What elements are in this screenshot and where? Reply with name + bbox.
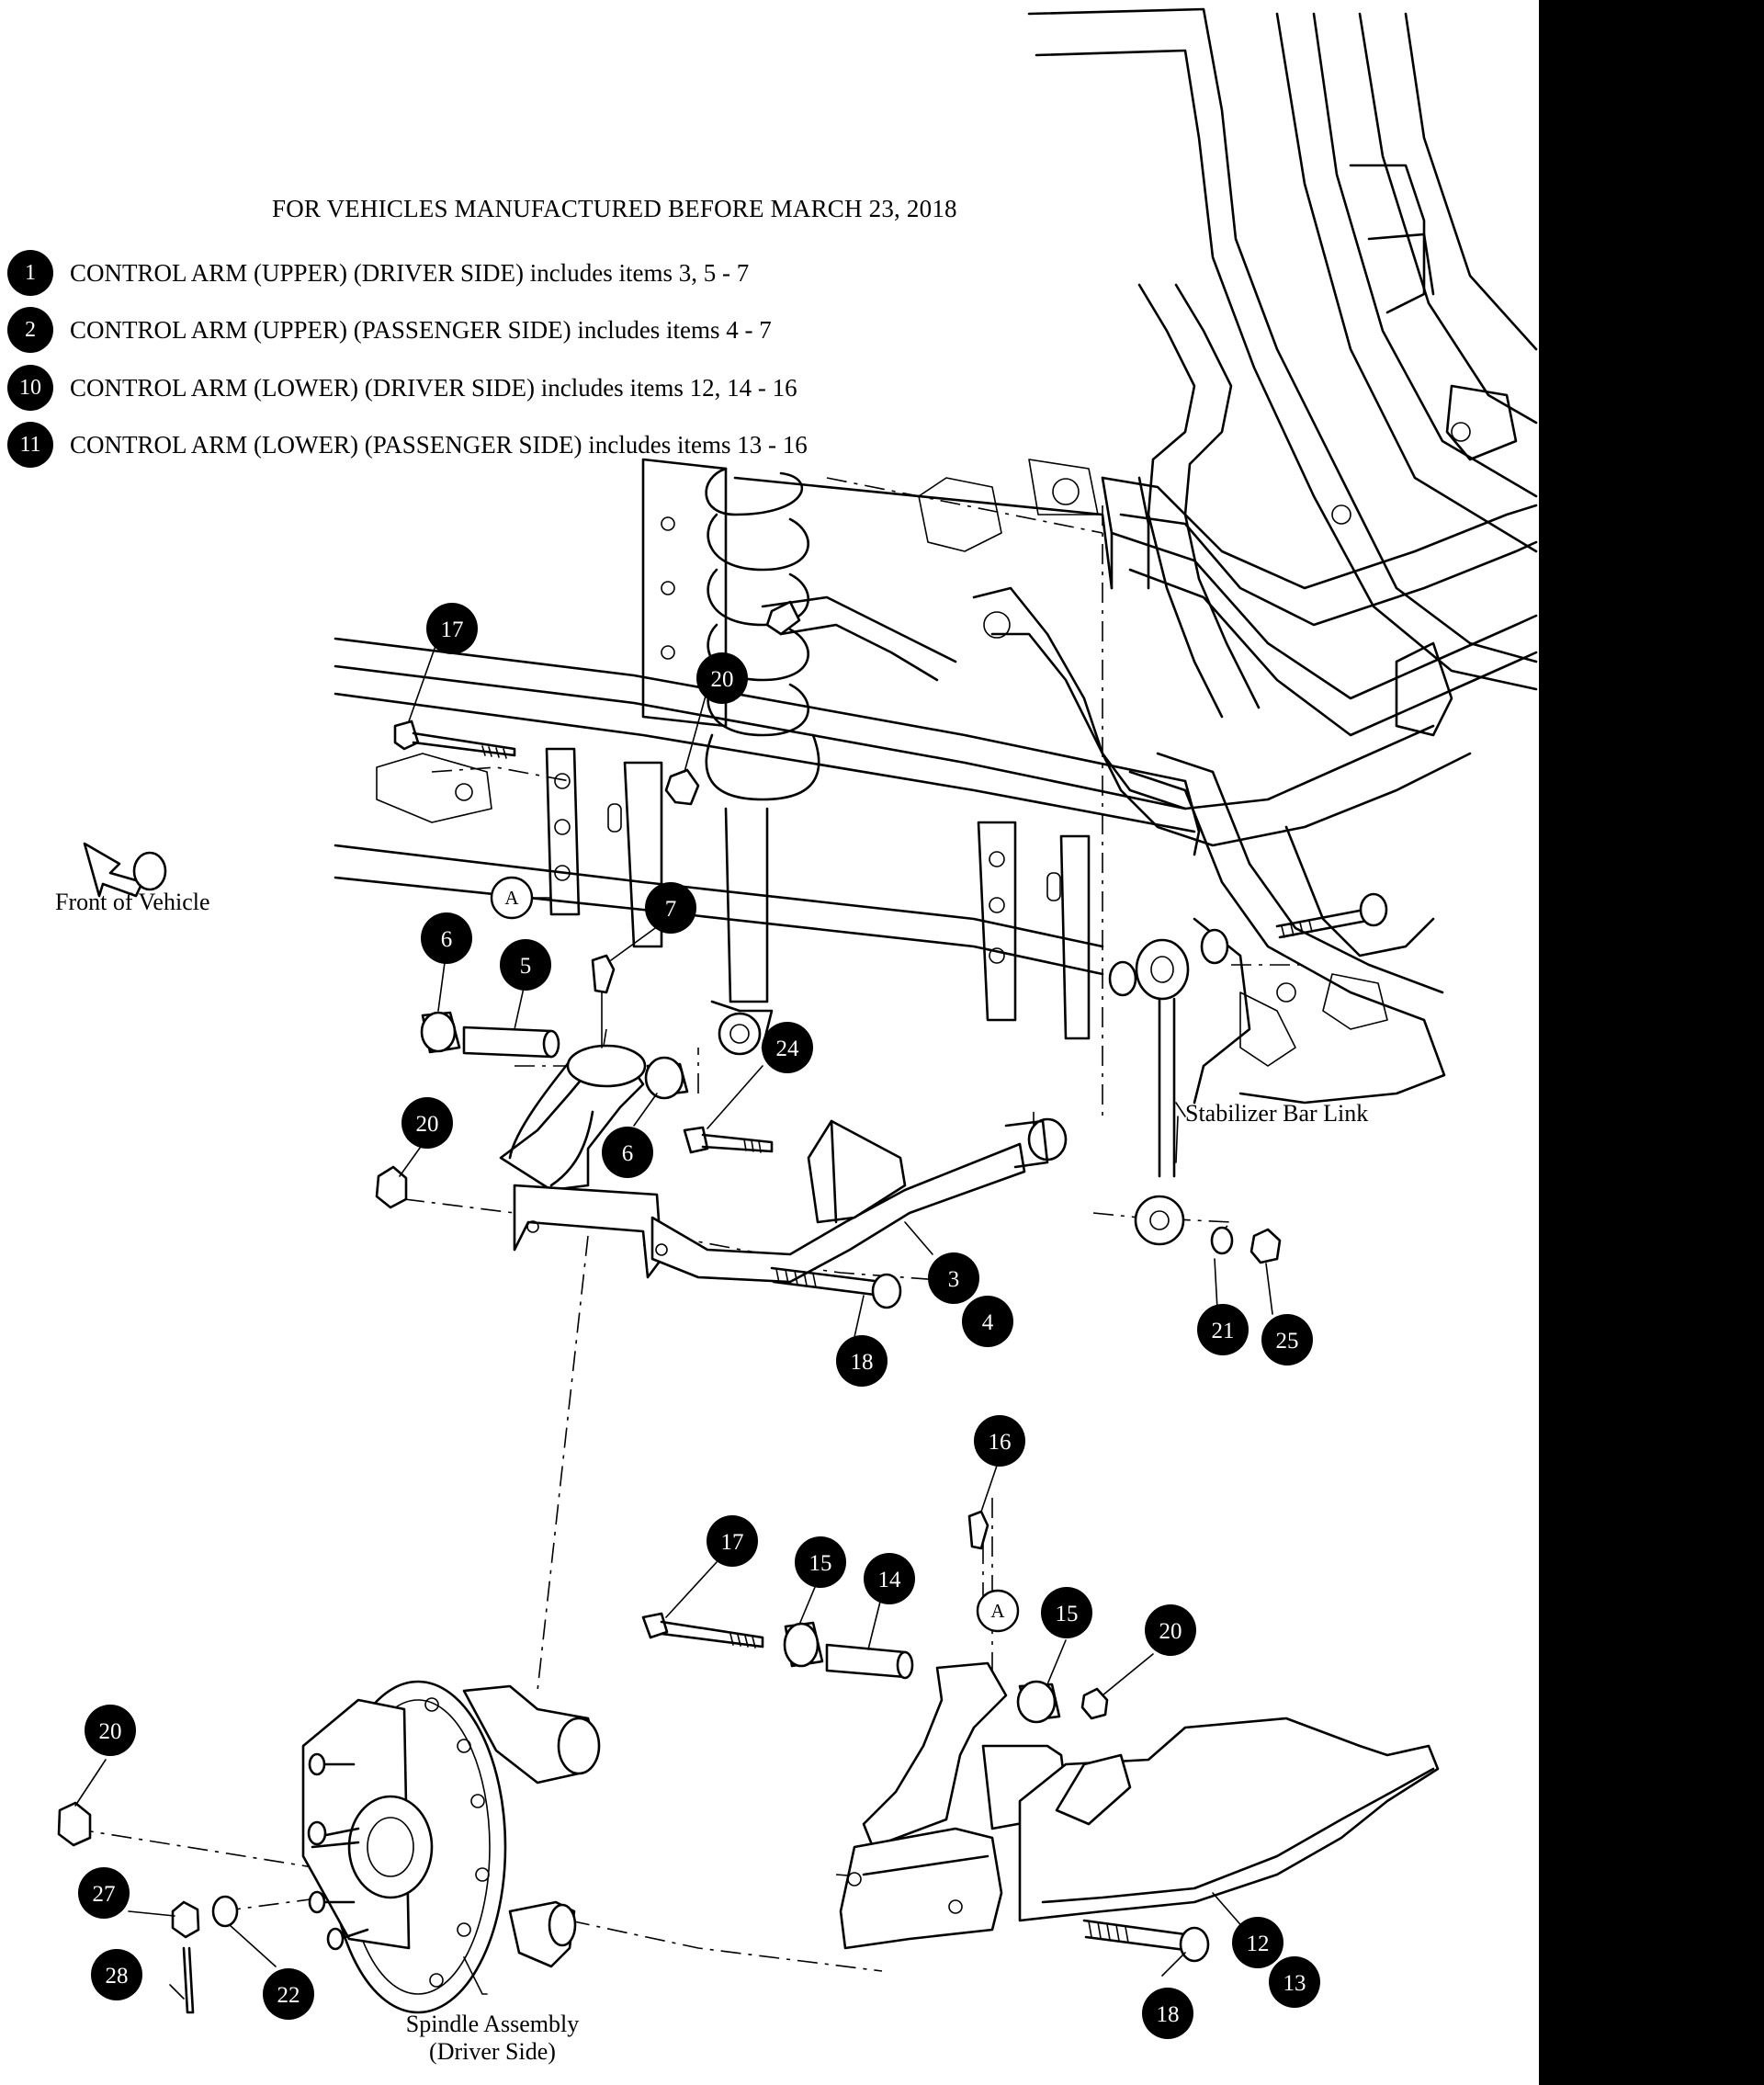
- legend-row: 2 CONTROL ARM (UPPER) (PASSENGER SIDE) i…: [7, 307, 772, 353]
- bolts: [393, 720, 1388, 1963]
- spindle-assembly-label-line2: (Driver Side): [429, 2038, 556, 2065]
- svg-text:24: 24: [776, 1037, 800, 1061]
- svg-text:16: 16: [989, 1430, 1012, 1455]
- legend-text: CONTROL ARM (LOWER) (PASSENGER SIDE) inc…: [70, 430, 808, 459]
- front-direction-arrow-icon: [83, 842, 167, 898]
- page-edge-band: [1539, 0, 1764, 2085]
- callout: 20: [85, 1705, 136, 1756]
- svg-text:18: 18: [851, 1350, 874, 1375]
- callout: 24: [762, 1022, 813, 1073]
- legend-badge: 1: [7, 250, 53, 296]
- callout: 18: [1142, 1988, 1193, 2039]
- svg-text:14: 14: [878, 1568, 902, 1592]
- callout: 18: [836, 1335, 888, 1387]
- callout: 16: [974, 1415, 1025, 1467]
- legend-row: 10 CONTROL ARM (LOWER) (DRIVER SIDE) inc…: [7, 365, 797, 411]
- svg-text:17: 17: [441, 618, 464, 642]
- svg-text:21: 21: [1212, 1319, 1235, 1343]
- svg-text:15: 15: [809, 1551, 832, 1576]
- frame-rail: [334, 637, 1201, 1040]
- upper-control-arm: [499, 1044, 1068, 1284]
- stabilizer-bar-link: [1134, 938, 1190, 1246]
- callout: 6: [421, 912, 472, 964]
- legend-badge: 11: [7, 422, 53, 468]
- front-of-vehicle-label: Front of Vehicle: [55, 889, 210, 915]
- callout: 28: [91, 1949, 142, 2000]
- svg-text:6: 6: [441, 927, 453, 952]
- legend-row: 1 CONTROL ARM (UPPER) (DRIVER SIDE) incl…: [7, 250, 750, 296]
- svg-text:17: 17: [721, 1530, 744, 1555]
- callout: 17: [707, 1515, 758, 1567]
- svg-text:22: 22: [277, 1983, 300, 2008]
- svg-text:28: 28: [106, 1964, 129, 1989]
- coil-over-shock: [705, 467, 957, 1056]
- exploded-view-drawing: A A 17 20 7 6 5 24 20 6 3 4 18 21 25 16 …: [57, 7, 1538, 2039]
- svg-text:12: 12: [1247, 1932, 1270, 1956]
- svg-text:25: 25: [1276, 1329, 1299, 1354]
- callout: 4: [962, 1296, 1013, 1347]
- nuts-and-washers: [57, 768, 1282, 2014]
- callout: 17: [426, 603, 478, 654]
- reference-marker-a: A: [976, 1589, 1020, 1633]
- legend-badge: 10: [7, 365, 53, 411]
- reference-marker-a: A: [490, 876, 552, 920]
- vehicle-frame: [918, 7, 1538, 1105]
- upper-bushings: [420, 1011, 689, 1100]
- svg-text:3: 3: [948, 1267, 960, 1292]
- spindle-assembly: [301, 1680, 601, 2014]
- svg-text:13: 13: [1283, 1971, 1306, 1996]
- svg-text:A: A: [990, 1600, 1005, 1622]
- spindle-assembly-label: Spindle Assembly (Driver Side): [386, 2011, 599, 2066]
- diagram-title: FOR VEHICLES MANUFACTURED BEFORE MARCH 2…: [272, 195, 957, 222]
- svg-text:27: 27: [93, 1882, 116, 1907]
- callout: 6: [602, 1127, 653, 1178]
- callout: 5: [500, 939, 551, 991]
- lower-bushings: [783, 1510, 1061, 1724]
- svg-text:20: 20: [711, 667, 734, 692]
- svg-text:7: 7: [665, 897, 677, 922]
- svg-text:20: 20: [416, 1112, 439, 1137]
- callout: 15: [1041, 1587, 1092, 1638]
- lower-control-arm: [839, 1661, 1440, 1950]
- stabilizer-bar-link-label: Stabilizer Bar Link: [1185, 1100, 1369, 1127]
- callout: 12: [1232, 1917, 1283, 1968]
- svg-text:18: 18: [1157, 2002, 1180, 2027]
- callout: 22: [263, 1968, 314, 2020]
- svg-text:A: A: [504, 887, 519, 909]
- spindle-assembly-label-line1: Spindle Assembly: [405, 2011, 580, 2037]
- legend-row: 11 CONTROL ARM (LOWER) (PASSENGER SIDE) …: [7, 422, 808, 468]
- assembly-lines: [73, 477, 1305, 1972]
- svg-text:20: 20: [99, 1719, 122, 1744]
- callout: 15: [795, 1536, 846, 1588]
- callout: 7: [645, 882, 696, 934]
- callout: 14: [864, 1553, 915, 1604]
- svg-text:6: 6: [622, 1141, 634, 1166]
- callout: 20: [696, 652, 748, 704]
- callout: 13: [1269, 1956, 1320, 2008]
- legend-text: CONTROL ARM (UPPER) (PASSENGER SIDE) inc…: [70, 315, 772, 344]
- legend-badge: 2: [7, 307, 53, 353]
- callout: 20: [401, 1097, 453, 1149]
- callout: 20: [1145, 1604, 1196, 1656]
- svg-text:5: 5: [520, 954, 532, 979]
- leader-lines: [74, 642, 1273, 2000]
- svg-text:4: 4: [982, 1310, 994, 1335]
- legend-text: CONTROL ARM (LOWER) (DRIVER SIDE) includ…: [70, 373, 797, 402]
- callout: 25: [1261, 1314, 1313, 1365]
- svg-text:15: 15: [1056, 1602, 1079, 1626]
- svg-text:20: 20: [1159, 1619, 1182, 1644]
- callout: 3: [928, 1252, 979, 1304]
- grease-fitting: [591, 954, 616, 1048]
- callout: 27: [78, 1867, 130, 1919]
- legend-text: CONTROL ARM (UPPER) (DRIVER SIDE) includ…: [70, 258, 750, 287]
- callout: 21: [1197, 1304, 1249, 1355]
